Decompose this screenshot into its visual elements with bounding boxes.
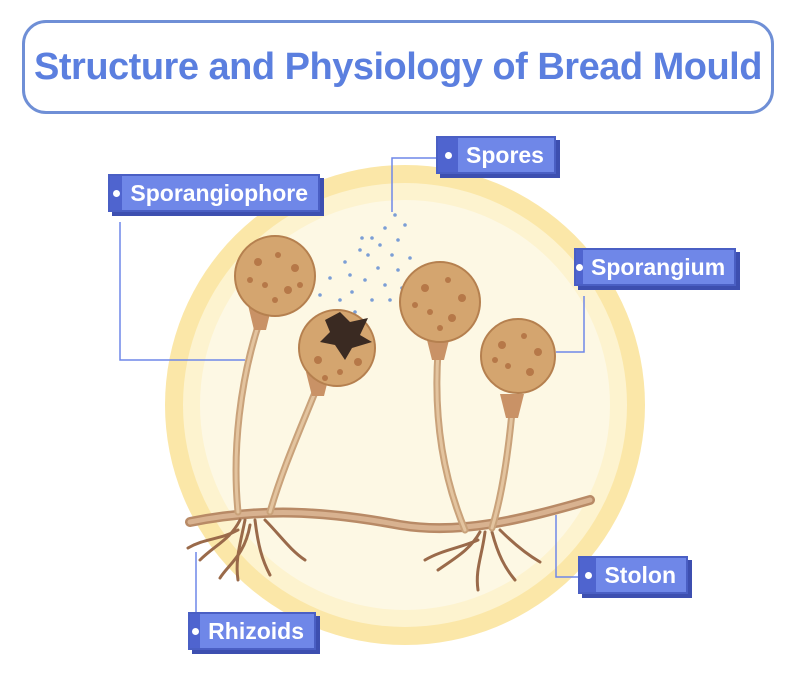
title-box: Structure and Physiology of Bread Mould [22, 20, 774, 114]
leader-sporangium [556, 296, 585, 353]
leader-stolon [555, 515, 578, 578]
leader-spores [391, 157, 436, 212]
sporangium-burst [298, 309, 376, 387]
bullet-icon [191, 627, 199, 635]
sporangium-1 [234, 235, 316, 317]
bullet-icon [112, 189, 120, 197]
label-sporangiophore: Sporangiophore [108, 174, 320, 212]
sporangium-4 [480, 318, 556, 394]
label-spores: Spores [436, 136, 556, 174]
label-sporangium: Sporangium [574, 248, 736, 286]
diagram-title: Structure and Physiology of Bread Mould [34, 45, 762, 88]
bullet-icon [584, 571, 592, 579]
leader-sporangiophore [119, 222, 245, 361]
sporangium-3 [399, 261, 481, 343]
spores-cloud [318, 213, 412, 320]
rhizoids-left [186, 518, 307, 582]
rhizoids-right [423, 528, 542, 592]
bullet-icon [444, 151, 452, 159]
bullet-icon [576, 263, 583, 271]
label-stolon: Stolon [578, 556, 688, 594]
label-rhizoids: Rhizoids [188, 612, 316, 650]
